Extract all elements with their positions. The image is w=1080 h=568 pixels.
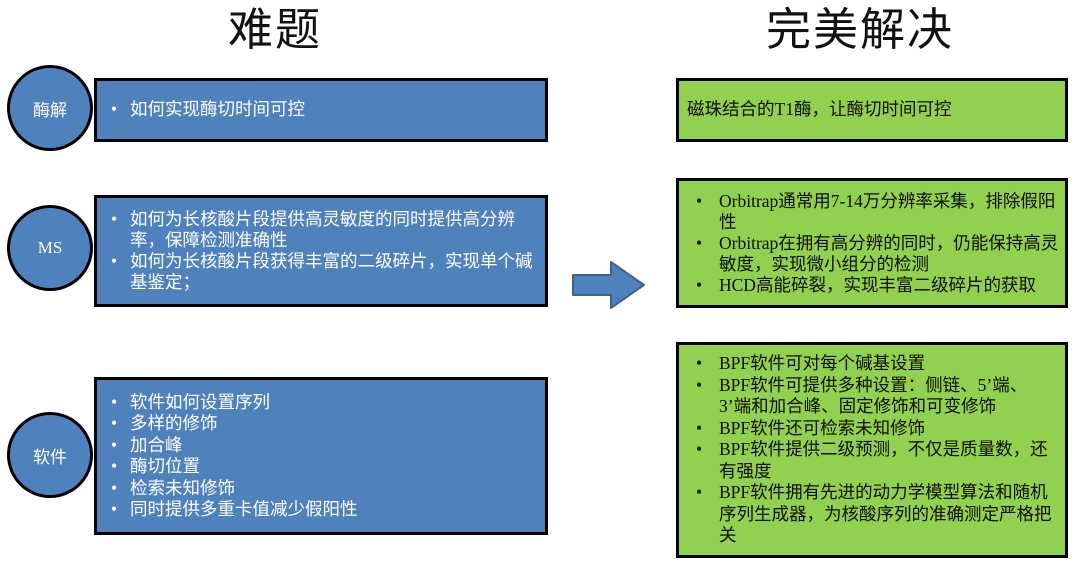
bullet-item: 加合峰 bbox=[97, 435, 545, 457]
bullet-item: BPF软件拥有先进的动力学模型算法和随机序列生成器，为核酸序列的准确测定严格把关 bbox=[679, 482, 1065, 547]
solution-box-enzyme-digestion: 磁珠结合的T1酶，让酶切时间可控 bbox=[676, 78, 1068, 142]
circle-label-enzyme-digestion: 酶解 bbox=[7, 65, 93, 151]
bullet-item: Orbitrap通常用7-14万分辨率采集，排除假阳性 bbox=[679, 191, 1065, 233]
bullet-list: 如何实现酶切时间可控 bbox=[97, 99, 545, 121]
bullet-item: 检索未知修饰 bbox=[97, 478, 545, 500]
bullet-list: Orbitrap通常用7-14万分辨率采集，排除假阳性 Orbitrap在拥有高… bbox=[679, 191, 1065, 296]
solution-text: 磁珠结合的T1酶，让酶切时间可控 bbox=[687, 99, 952, 120]
bullet-item: HCD高能碎裂，实现丰富二级碎片的获取 bbox=[679, 275, 1065, 296]
circle-label-text: 软件 bbox=[33, 447, 67, 467]
problem-box-enzyme-digestion: 如何实现酶切时间可控 bbox=[94, 78, 548, 142]
bullet-item: BPF软件还可检索未知修饰 bbox=[679, 418, 1065, 440]
bullet-item: 酶切位置 bbox=[97, 456, 545, 478]
bullet-item: BPF软件提供二级预测，不仅是质量数，还有强度 bbox=[679, 439, 1065, 482]
solution-box-ms: Orbitrap通常用7-14万分辨率采集，排除假阳性 Orbitrap在拥有高… bbox=[676, 178, 1068, 308]
circle-label-ms: MS bbox=[7, 205, 93, 291]
bullet-item: 如何为长核酸片段获得丰富的二级碎片，实现单个碱基鉴定； bbox=[97, 251, 545, 293]
bullet-item: 软件如何设置序列 bbox=[97, 392, 545, 414]
circle-label-text: MS bbox=[37, 238, 63, 257]
bullet-item: BPF软件可对每个碱基设置 bbox=[679, 353, 1065, 375]
bullet-item: 同时提供多重卡值减少假阳性 bbox=[97, 499, 545, 521]
bullet-item: 多样的修饰 bbox=[97, 413, 545, 435]
problem-box-ms: 如何为长核酸片段提供高灵敏度的同时提供高分辨率，保障检测准确性 如何为长核酸片段… bbox=[94, 195, 548, 307]
problems-column-title: 难题 bbox=[227, 5, 322, 55]
right-arrow-icon bbox=[572, 261, 645, 309]
circle-label-text: 酶解 bbox=[33, 100, 67, 120]
bullet-item: Orbitrap在拥有高分辨的同时，仍能保持高灵敏度，实现微小组分的检测 bbox=[679, 233, 1065, 275]
solutions-column-title: 完美解决 bbox=[765, 5, 954, 55]
bullet-item: 如何实现酶切时间可控 bbox=[97, 99, 545, 121]
problem-box-software: 软件如何设置序列 多样的修饰 加合峰 酶切位置 检索未知修饰 同时提供多重卡值减… bbox=[94, 377, 548, 535]
solution-box-software: BPF软件可对每个碱基设置 BPF软件可提供多种设置：侧链、5’端、3’端和加合… bbox=[676, 342, 1068, 558]
bullet-list: 软件如何设置序列 多样的修饰 加合峰 酶切位置 检索未知修饰 同时提供多重卡值减… bbox=[97, 392, 545, 521]
bullet-item: BPF软件可提供多种设置：侧链、5’端、3’端和加合峰、固定修饰和可变修饰 bbox=[679, 375, 1065, 418]
bullet-list: BPF软件可对每个碱基设置 BPF软件可提供多种设置：侧链、5’端、3’端和加合… bbox=[679, 353, 1065, 547]
bullet-list: 如何为长核酸片段提供高灵敏度的同时提供高分辨率，保障检测准确性 如何为长核酸片段… bbox=[97, 209, 545, 293]
circle-label-software: 软件 bbox=[7, 412, 93, 498]
bullet-item: 如何为长核酸片段提供高灵敏度的同时提供高分辨率，保障检测准确性 bbox=[97, 209, 545, 251]
